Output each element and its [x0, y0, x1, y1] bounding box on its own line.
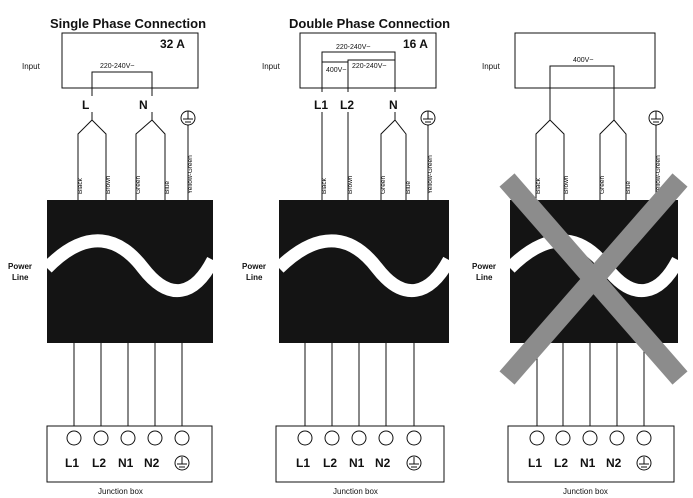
phase-wires: [321, 112, 349, 200]
wire-label: Yellow-Green: [655, 155, 662, 194]
terminal-screw-icon: [66, 430, 82, 446]
terminal-screw-icon: [378, 430, 394, 446]
junction-terminal-label: N2: [606, 456, 622, 470]
voltage-bracket: [321, 61, 349, 92]
wire-label: Brown: [563, 175, 570, 194]
input-label: Input: [482, 62, 501, 71]
junction-terminal-label: L2: [554, 456, 568, 470]
neutral-wire-split: [599, 92, 627, 200]
wire-label: Black: [321, 177, 328, 194]
input-box: [514, 32, 656, 89]
ground-symbol: [651, 111, 661, 126]
voltage-label: 220-240V~: [352, 63, 386, 70]
ground-symbol: [423, 111, 433, 126]
phase-wire-split: [77, 112, 107, 200]
amperage-label: 32 A: [160, 37, 185, 51]
terminal-label: L2: [340, 98, 354, 112]
neutral-wire-split: [380, 112, 407, 200]
phase-wire-split: [535, 92, 565, 200]
power-line-label: Line: [246, 273, 263, 282]
terminal-label: L1: [314, 98, 328, 112]
terminal-screw-icon: [582, 430, 598, 446]
junction-terminal-label: N2: [144, 456, 160, 470]
power-line-block: [279, 200, 449, 343]
wire-label: Yellow-Green: [427, 155, 434, 194]
power-line-block: [47, 200, 213, 343]
ground-symbol: [409, 457, 419, 468]
power-line-label: Power: [8, 262, 32, 271]
wave-mark: [274, 234, 455, 298]
terminal-screw-icon: [529, 430, 545, 446]
terminal-screw-icon: [555, 430, 571, 446]
bottom-wires: [304, 343, 415, 432]
terminal-screw-icon: [93, 430, 109, 446]
wire-label: Blue: [164, 181, 171, 194]
power-line-label: Line: [12, 273, 29, 282]
input-label: Input: [22, 62, 41, 71]
neutral-wire-split: [135, 112, 166, 200]
power-line-label: Power: [242, 262, 266, 271]
junction-box-label: Junction box: [333, 487, 378, 496]
wire-label: Brown: [347, 175, 354, 194]
junction-terminal-label: N1: [580, 456, 596, 470]
terminal-label: L: [82, 98, 89, 112]
invalid-cross-icon: [499, 173, 688, 385]
power-line-label: Line: [476, 273, 493, 282]
terminal-label: N: [389, 98, 398, 112]
terminal-screw-icon: [174, 430, 190, 446]
ground-symbol: [183, 111, 193, 126]
voltage-label: 400V~: [326, 67, 346, 74]
junction-box-label: Junction box: [98, 487, 143, 496]
panel-title: Double Phase Connection: [289, 16, 450, 31]
wire-label: Black: [77, 177, 84, 194]
terminal-screw-icon: [297, 430, 313, 446]
panel-single-phase: Single Phase Connection Input 32 A 220-2…: [8, 16, 219, 496]
input-label: Input: [262, 62, 281, 71]
terminal-screw-icon: [120, 430, 136, 446]
junction-terminal-label: L1: [65, 456, 79, 470]
junction-box-label: Junction box: [563, 487, 608, 496]
voltage-label: 400V~: [573, 57, 593, 64]
junction-terminal-label: L1: [528, 456, 542, 470]
wire-label: Green: [599, 176, 606, 194]
voltage-bracket: [549, 65, 615, 92]
terminal-screw-icon: [324, 430, 340, 446]
junction-terminal-label: N2: [375, 456, 391, 470]
junction-terminal-label: N1: [349, 456, 365, 470]
ground-symbol: [639, 457, 649, 468]
bottom-wires: [73, 343, 183, 432]
junction-terminal-label: L1: [296, 456, 310, 470]
junction-terminal-label: L2: [92, 456, 106, 470]
wire-label: Blue: [625, 181, 632, 194]
terminal-screw-icon: [636, 430, 652, 446]
terminal-screw-icon: [147, 430, 163, 446]
bottom-wires: [536, 343, 645, 432]
junction-terminal-label: L2: [323, 456, 337, 470]
terminal-label: N: [139, 98, 148, 112]
wave-mark: [42, 234, 219, 298]
terminal-screw-icon: [351, 430, 367, 446]
wire-label: Brown: [105, 175, 112, 194]
wire-label: Black: [535, 177, 542, 194]
terminal-screw-icon: [406, 430, 422, 446]
wire-label: Yellow-Green: [187, 155, 194, 194]
power-line-label: Power: [472, 262, 496, 271]
voltage-bracket: [91, 71, 153, 92]
wire-label: Blue: [405, 181, 412, 194]
terminal-screw-icon: [609, 430, 625, 446]
junction-terminal-label: N1: [118, 456, 134, 470]
panel-invalid-connection: Input 400V~ Black Brown Green Blue Yello…: [472, 32, 688, 496]
amperage-label: 16 A: [403, 37, 428, 51]
panel-double-phase: Double Phase Connection Input 16 A 220-2…: [242, 16, 455, 496]
voltage-label: 220-240V~: [100, 63, 134, 70]
panel-title: Single Phase Connection: [50, 16, 206, 31]
voltage-bracket: [347, 59, 395, 66]
voltage-label: 220-240V~: [336, 44, 370, 51]
input-box: [61, 32, 199, 89]
wire-label: Green: [135, 176, 142, 194]
wire-label: Green: [380, 176, 387, 194]
ground-symbol: [177, 457, 187, 468]
